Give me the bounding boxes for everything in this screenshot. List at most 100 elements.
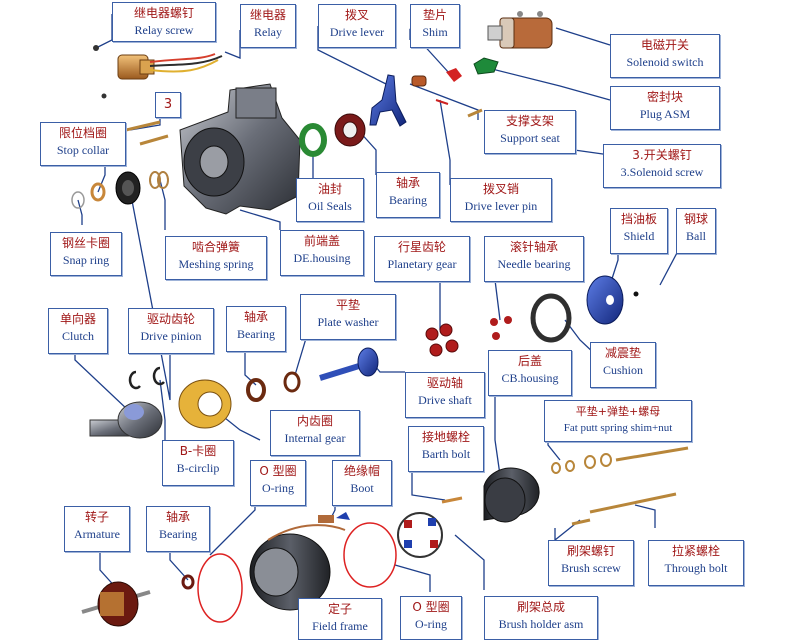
label-en: Brush holder asm	[498, 617, 584, 631]
label-cn: 电磁开关	[640, 38, 689, 52]
meshing-spring-part	[149, 171, 169, 189]
label-en: 3.Solenoid screw	[620, 165, 704, 179]
label-snap-ring: 钢丝卡圈 Snap ring	[50, 232, 122, 276]
field-frame-part	[249, 524, 346, 611]
support-seat-part	[411, 75, 427, 87]
label-b-circlip: B-卡圈 B-circlip	[162, 440, 234, 486]
label-cn: 拨叉	[344, 8, 369, 22]
label-en: Relay	[254, 25, 282, 39]
label-cn: 挡油板	[620, 212, 657, 226]
oil-seal-part	[299, 123, 327, 157]
bearing3-part	[181, 574, 195, 590]
label-cn: 继电器	[249, 8, 286, 22]
label-solenoid-switch: 电磁开关 Solenoid switch	[610, 34, 720, 78]
label-cn: 后盖	[517, 354, 542, 368]
label-cn: 驱动轴	[426, 376, 463, 390]
label-cn: 定子	[327, 602, 352, 616]
label-cn: 垫片	[422, 8, 447, 22]
label-internal-gear: 内齿圈 Internal gear	[270, 410, 360, 456]
label-en: O-ring	[262, 481, 294, 495]
label-relay: 继电器 Relay	[240, 4, 296, 48]
needle-bearing-part	[490, 316, 512, 340]
label-bearing-3: 轴承 Bearing	[146, 506, 210, 552]
label-cn: 钢丝卡圈	[61, 236, 110, 250]
internal-gear-part	[178, 379, 232, 429]
label-en: CB.housing	[501, 371, 559, 385]
label-en: Shim	[422, 25, 448, 39]
label-oil-seals: 油封 Oil Seals	[296, 178, 364, 222]
label-en: Cushion	[602, 363, 643, 377]
label-cn: O 型圈	[412, 600, 450, 614]
bearing1-part	[334, 113, 366, 147]
label-cn: 啮合弹簧	[191, 240, 240, 254]
label-en: Plate washer	[317, 315, 379, 329]
shield-part	[586, 275, 624, 325]
label-en: Drive lever pin	[464, 199, 538, 213]
label-en: Barth bolt	[421, 447, 471, 461]
label-drive-lever-pin: 拨叉销 Drive lever pin	[450, 178, 552, 222]
label-cn: 减震垫	[604, 346, 641, 360]
label-plug-asm: 密封块 Plug ASM	[610, 86, 720, 130]
label-cn: 接地螺栓	[421, 430, 470, 444]
label-bearing-2: 轴承 Bearing	[226, 306, 286, 352]
label-boot: 绝缘帽 Boot	[332, 460, 392, 506]
label-en: Shield	[623, 229, 655, 243]
label-en: Needle bearing	[497, 257, 571, 271]
label-stop-collar: 限位档圈 Stop collar	[40, 122, 126, 166]
label-en: Field frame	[312, 619, 368, 633]
cb-housing-part	[483, 467, 540, 523]
label-cn: 轴承	[165, 510, 190, 524]
stop-collar-part	[90, 182, 106, 202]
through-bolt-part	[589, 492, 677, 514]
de-housing-part	[179, 83, 301, 215]
label-relay-screw: 继电器螺钉 Relay screw	[112, 2, 216, 42]
label-fat-putt-spring-shim-nut: 平垫+弹垫+螺母 Fat putt spring shim+nut	[544, 400, 692, 442]
label-field-frame: 定子 Field frame	[298, 598, 382, 640]
drive-shaft-part	[319, 347, 379, 381]
o-ring2-part	[343, 522, 397, 588]
label-en: Through bolt	[664, 561, 728, 575]
label-cn: 3	[163, 97, 173, 112]
clutch-part	[89, 401, 163, 439]
label-drive-lever: 拨叉 Drive lever	[318, 4, 396, 48]
label-en: B-circlip	[176, 461, 220, 475]
label-meshing-spring: 啮合弹簧 Meshing spring	[165, 236, 267, 280]
drive-pinion-part	[115, 171, 141, 205]
shim-part	[446, 68, 462, 82]
label-o-ring-1: O 型圈 O-ring	[250, 460, 306, 506]
label-cn: B-卡圈	[179, 444, 217, 458]
label-cn: 内齿圈	[296, 414, 333, 428]
label-shim: 垫片 Shim	[410, 4, 460, 48]
b-circlip-part	[128, 366, 165, 390]
label-through-bolt: 拉紧螺栓 Through bolt	[648, 540, 744, 586]
label-cb-housing: 后盖 CB.housing	[488, 350, 572, 396]
label-en: Bearing	[389, 193, 427, 207]
label-cn: 支撑支架	[505, 114, 554, 128]
label-cn: 行星齿轮	[397, 240, 446, 254]
label-brush-screw: 刷架螺钉 Brush screw	[548, 540, 634, 586]
label-plate-washer: 平垫 Plate washer	[300, 294, 396, 340]
label-support-seat: 支撑支架 Support seat	[484, 110, 576, 154]
solenoid-part	[487, 11, 553, 49]
label-en: Plug ASM	[639, 107, 691, 121]
label-cn: 拨叉销	[482, 182, 519, 196]
relay-part	[93, 45, 223, 99]
label-cn: 轴承	[243, 310, 268, 324]
label-planetary-gear: 行星齿轮 Planetary gear	[374, 236, 470, 282]
label-en: Drive shaft	[418, 393, 472, 407]
plug-part	[473, 57, 499, 75]
armature-part	[81, 581, 151, 627]
label-barth-bolt: 接地螺栓 Barth bolt	[408, 426, 484, 472]
label-needle-bearing: 滚针轴承 Needle bearing	[484, 236, 584, 282]
label-cn: 油封	[317, 182, 342, 196]
label-drive-pinion: 驱动齿轮 Drive pinion	[128, 308, 214, 354]
label-cushion: 减震垫 Cushion	[590, 342, 656, 388]
label-en: Fat putt spring shim+nut	[563, 422, 673, 434]
label-cn: 轴承	[395, 176, 420, 190]
label-en: Solenoid switch	[626, 55, 704, 69]
label-ball: 钢球 Ball	[676, 208, 716, 254]
label-en: Stop collar	[56, 143, 110, 157]
label-cn: 密封块	[646, 90, 683, 104]
